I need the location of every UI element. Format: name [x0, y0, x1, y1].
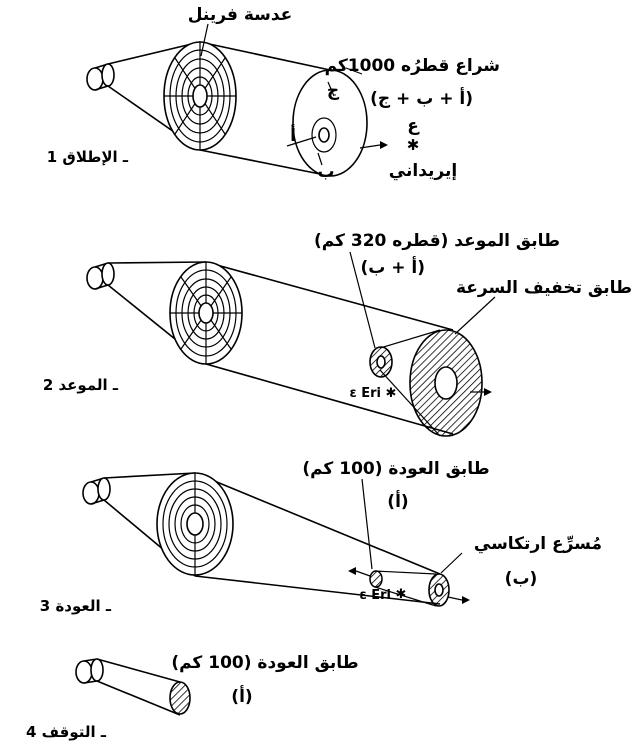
- label-return-part-1: (أ): [387, 490, 408, 512]
- fresnel-lens-1: [163, 41, 237, 151]
- label-part-b-1: ب: [317, 162, 334, 182]
- rendezvous-stage: [369, 346, 393, 378]
- label-sail-parts: (أ + ب + ج): [370, 87, 473, 109]
- star-icon-1: ✱: [407, 136, 420, 154]
- laser-source: [86, 63, 115, 91]
- label-fresnel-lens: عدسة فرينل: [188, 5, 293, 25]
- label-e-eri-2: ε Eri: [359, 588, 391, 603]
- stage-label-2: 2 ـ الموعد: [43, 376, 119, 394]
- label-eccentric-accelerator: مُسرِّع ارتكاسي: [474, 534, 602, 554]
- fresnel-lens-2: [169, 261, 243, 365]
- reaction-accelerator: [428, 573, 470, 607]
- stage-label-4: 4 ـ التوقف: [26, 723, 107, 741]
- stage-label-1: 1 ـ الإطلاق: [47, 148, 129, 166]
- panel-launch: عدسة فرينل شراع قطرُه 1000كم (أ + ب + ج)…: [47, 5, 500, 182]
- label-e-eri-1: ε Eri: [349, 386, 381, 401]
- label-eridani: إيريداني: [389, 161, 457, 181]
- return-stage-stopped: [169, 681, 191, 715]
- star-icon-2: ✱: [386, 386, 397, 401]
- label-return-part-2: (أ): [231, 685, 252, 707]
- label-part-a-1: أ: [290, 124, 296, 146]
- label-sail-diameter: شراع قطرُه 1000كم: [325, 56, 500, 76]
- laser-source: [75, 658, 104, 684]
- laser-source: [82, 477, 111, 505]
- light-sail: [286, 69, 388, 177]
- panel-rendezvous: طابق الموعد (قطره 320 كم) (أ + ب) طابق ت…: [43, 231, 632, 437]
- panel-return: طابق العودة (100 كم) (أ) مُسرِّع ارتكاسي…: [40, 459, 602, 615]
- panel-stop: طابق العودة (100 كم) (أ) 4 ـ التوقف: [26, 653, 359, 741]
- label-eccentric-part: (ب): [505, 569, 538, 589]
- label-return-stage-1: طابق العودة (100 كم): [302, 459, 489, 479]
- label-rendezvous-parts: (أ + ب): [360, 256, 425, 278]
- label-rendezvous-stage: طابق الموعد (قطره 320 كم): [314, 231, 560, 251]
- label-decel-stage: طابق تخفيف السرعة: [456, 278, 632, 298]
- stage-label-3: 3 ـ العودة: [40, 597, 112, 615]
- star-icon-3: ✱: [396, 587, 407, 602]
- label-return-stage-2: طابق العودة (100 كم): [171, 653, 358, 673]
- deceleration-stage: [409, 329, 492, 437]
- return-stage: [348, 567, 383, 588]
- laser-source: [86, 262, 115, 290]
- label-star-e: ع: [407, 116, 420, 136]
- label-part-c-1: ج: [327, 81, 340, 101]
- fresnel-lens-3: [156, 472, 234, 576]
